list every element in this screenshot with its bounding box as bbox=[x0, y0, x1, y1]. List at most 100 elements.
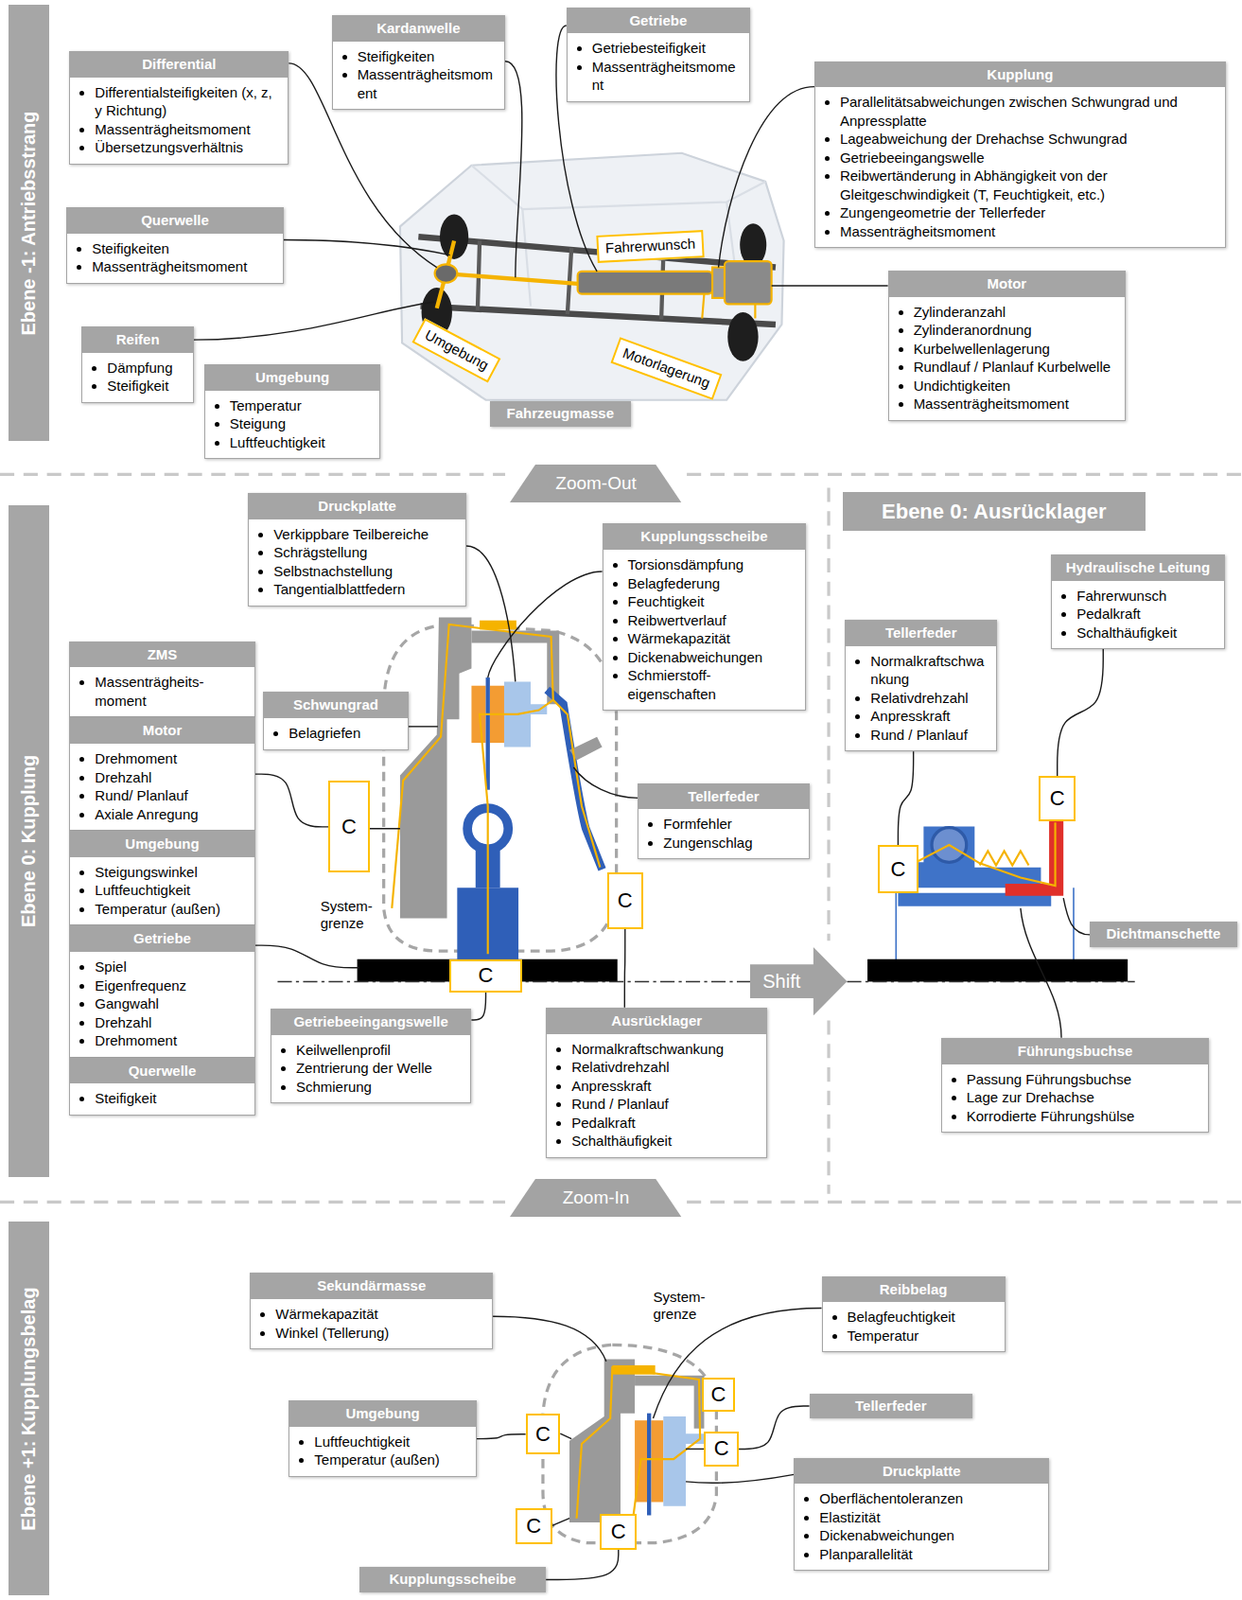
card-heading: Getriebe bbox=[69, 926, 254, 952]
clutch-symbol bbox=[712, 267, 725, 298]
influence-tag: Fahrerwunsch bbox=[595, 229, 704, 263]
shaft bbox=[867, 959, 1128, 982]
level-band: Ebene +1: Kupplungsbelag bbox=[8, 1221, 50, 1595]
parameter-card: Hydraulische LeitungFahrerwunschPedalkra… bbox=[1050, 554, 1225, 649]
vehicle-body-edge bbox=[471, 165, 766, 307]
force-flow-line bbox=[553, 699, 601, 868]
connector-line bbox=[255, 773, 330, 827]
parameter-card: GetriebeeingangswelleKeilwellenprofilZen… bbox=[270, 1008, 473, 1103]
bullet-item: Anpresskraft bbox=[870, 706, 989, 726]
parameter-card: MotorZylinderanzahlZylinderanordnungKurb… bbox=[888, 270, 1126, 421]
connector-line bbox=[545, 1549, 619, 1580]
node-label: Zoom-In bbox=[562, 1187, 630, 1208]
card-heading: Druckplatte bbox=[794, 1458, 1049, 1485]
bullet-item: Normalkraftschwankung bbox=[571, 1039, 759, 1059]
parameter-card: KupplungParallelitätsabweichungen zwisch… bbox=[814, 61, 1226, 249]
leader-line bbox=[1063, 897, 1090, 935]
force-flow-line bbox=[577, 1366, 701, 1521]
bullet-item: Lageabweichung der Drehachse Schwungrad bbox=[839, 129, 1218, 149]
bullet-list: Massenträgheits- moment bbox=[69, 666, 254, 717]
leader-line bbox=[283, 239, 451, 255]
panel-header: Ebene 0: Ausrücklager bbox=[842, 491, 1145, 531]
contact-letter: C bbox=[535, 1421, 551, 1447]
contact-box: C bbox=[703, 1431, 739, 1468]
bullet-item: Dämpfung bbox=[106, 358, 186, 378]
bullet-item: Belagfeuchtigkeit bbox=[847, 1307, 998, 1327]
parameter-card: AusrücklagerNormalkraftschwankungRelativ… bbox=[545, 1007, 768, 1158]
zoom-tab: Zoom-In bbox=[509, 1178, 682, 1217]
bullet-item: Zylinderanordnung bbox=[913, 320, 1118, 340]
bullet-item: Temperatur (außen) bbox=[94, 899, 246, 919]
level-title: Ebene -1: Antriebsstrang bbox=[17, 110, 40, 335]
wheel bbox=[439, 213, 469, 259]
node-label: Fahrerwunsch bbox=[605, 235, 697, 257]
node-label: Dichtmanschette bbox=[1105, 925, 1221, 942]
parameter-card: UmgebungLuftfeuchtigkeitTemperatur (auße… bbox=[288, 1399, 477, 1477]
level-title: Ebene 0: Kupplung bbox=[17, 754, 40, 928]
node-label: Fahrzeugmasse bbox=[507, 404, 614, 421]
spring-symbol bbox=[979, 850, 1030, 865]
bullet-list: KeilwellenprofilZentrierung der WelleSch… bbox=[271, 1034, 472, 1103]
bullet-list: LuftfeuchtigkeitTemperatur (außen) bbox=[289, 1426, 476, 1476]
parameter-card: ZMSMassenträgheits- moment bbox=[69, 641, 255, 718]
leader-line bbox=[408, 725, 438, 727]
bullet-item: Passung Führungsbuchse bbox=[966, 1069, 1202, 1089]
bullet-item: Rund/ Planlauf bbox=[94, 786, 246, 805]
bullet-list: Differentialsteifigkeiten (x, z, y Richt… bbox=[69, 77, 288, 164]
parameter-card: UmgebungTemperaturSteigungLuftfeuchtigke… bbox=[204, 364, 382, 459]
bullet-item: Drehzahl bbox=[94, 768, 246, 788]
bullet-item: Luftfeuchtigkeit bbox=[94, 880, 246, 900]
bullet-item: Keilwellenprofil bbox=[296, 1040, 464, 1060]
bullet-list: WärmekapazitätWinkel (Tellerung) bbox=[250, 1298, 492, 1348]
bullet-item: Dickenabweichungen bbox=[628, 647, 799, 667]
leader-line bbox=[193, 301, 436, 340]
bullet-list: Passung FührungsbuchseLage zur Drehachse… bbox=[942, 1064, 1209, 1133]
card-heading: Hydraulische Leitung bbox=[1051, 555, 1224, 581]
card-heading: Reifen bbox=[82, 327, 193, 353]
level-band: Ebene 0: Kupplung bbox=[8, 505, 50, 1177]
contact-letter: C bbox=[714, 1435, 730, 1461]
leader-line bbox=[718, 87, 815, 268]
bullet-item: Zungenschlag bbox=[663, 833, 801, 853]
bullet-item: Axiale Anregung bbox=[94, 804, 246, 824]
bullet-list: ZylinderanzahlZylinderanordnungKurbelwel… bbox=[889, 297, 1125, 420]
bullet-item: Schmierung bbox=[296, 1077, 464, 1097]
boundary-label: System- grenze bbox=[320, 897, 373, 932]
clutch-disc bbox=[647, 1413, 651, 1516]
parameter-card: TellerfederFormfehlerZungenschlag bbox=[637, 783, 809, 860]
leader-line bbox=[492, 1315, 607, 1361]
contact-box: C bbox=[449, 959, 524, 993]
trapezoid-fill bbox=[509, 1178, 682, 1217]
leader-line bbox=[573, 767, 638, 798]
node-label: Shift bbox=[750, 946, 814, 1015]
bullet-item: Feuchtigkeit bbox=[628, 592, 799, 612]
parameter-card: MotorDrehmomentDrehzahlRund/ PlanlaufAxi… bbox=[69, 717, 255, 831]
node-label: Umgebung bbox=[422, 326, 492, 373]
parameter-card: FührungsbuchsePassung FührungsbuchseLage… bbox=[941, 1037, 1210, 1133]
bullet-list: SteigungswinkelLuftfeuchtigkeitTemperatu… bbox=[69, 857, 254, 926]
bullet-item: Torsionsdämpfung bbox=[628, 555, 799, 575]
node-label: Motorlagerung bbox=[621, 344, 714, 391]
cardan-shaft bbox=[456, 274, 578, 284]
bullet-item: Pedalkraft bbox=[1076, 604, 1216, 624]
leader-line bbox=[771, 284, 889, 286]
connector-line bbox=[471, 992, 486, 1020]
contact-letter: C bbox=[1049, 786, 1066, 811]
bullet-item: Spiel bbox=[94, 957, 246, 977]
bullet-item: Wärmekapazität bbox=[628, 629, 799, 648]
bullet-item: Getriebesteifigkeit bbox=[592, 38, 742, 58]
bullet-item: Belagriefen bbox=[288, 723, 400, 743]
bullet-item: Temperatur (außen) bbox=[314, 1450, 469, 1470]
level-band: Ebene -1: Antriebsstrang bbox=[8, 4, 50, 441]
bullet-item: Parallelitätsabweichungen zwischen Schwu… bbox=[839, 92, 1218, 130]
contact-box: C bbox=[525, 1413, 561, 1454]
bullet-list: GetriebesteifigkeitMassenträgheitsmoment bbox=[567, 33, 750, 102]
header-box: Dichtmanschette bbox=[1089, 921, 1237, 947]
diaphragm-spring bbox=[546, 689, 602, 870]
bullet-list: Steifigkeit bbox=[69, 1083, 254, 1115]
leader-line bbox=[255, 944, 360, 968]
contact-letter: C bbox=[341, 814, 357, 840]
leader-line bbox=[505, 61, 523, 279]
card-heading: Motor bbox=[889, 271, 1125, 298]
